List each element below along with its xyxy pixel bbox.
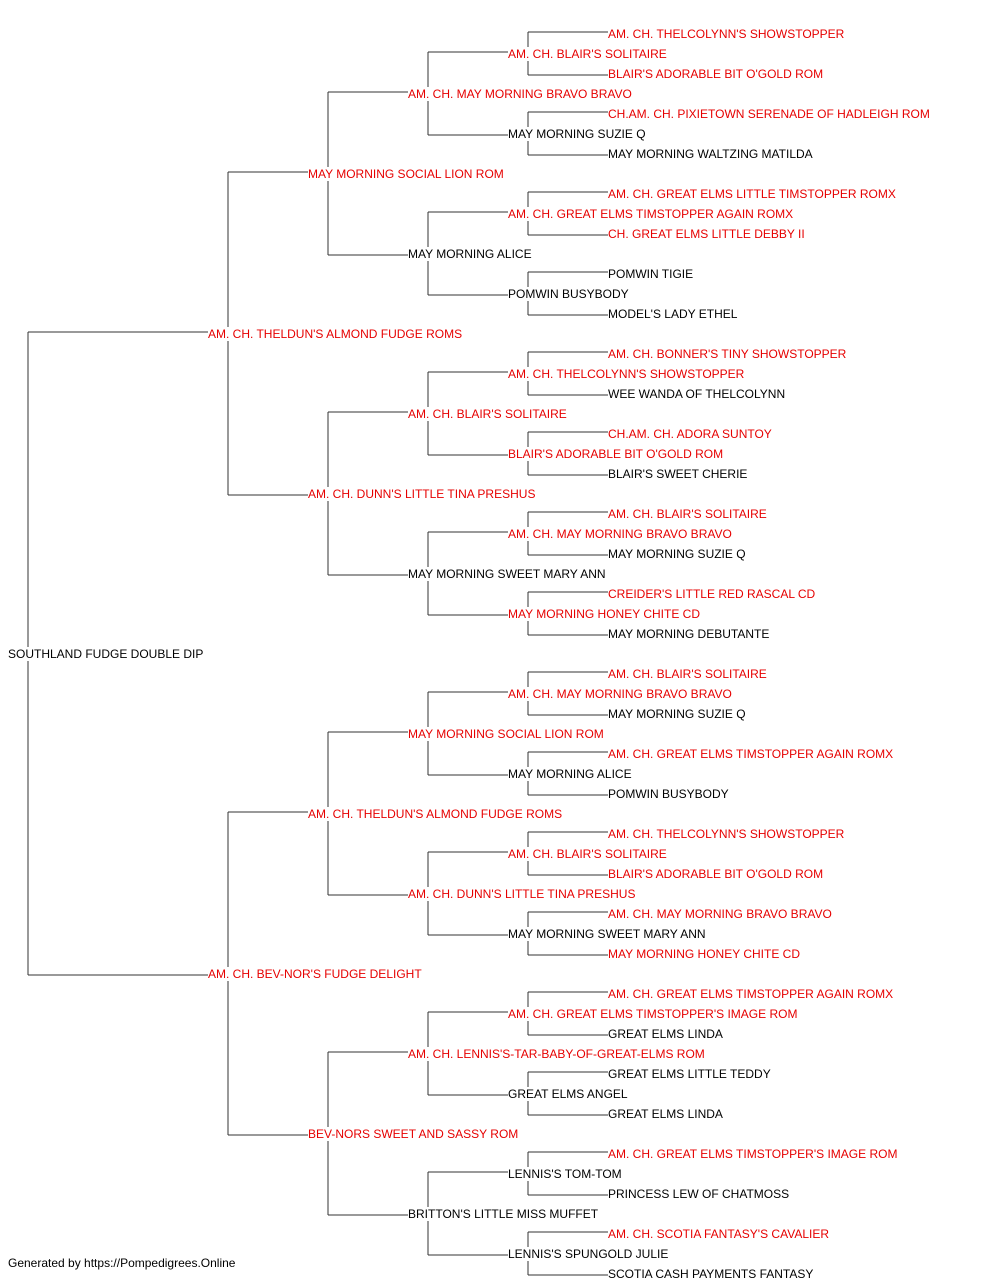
gg-grandparent-12: MAY MORNING SWEET MARY ANN (508, 927, 706, 941)
ggg-grandparent-27: GREAT ELMS LITTLE TEDDY (608, 1067, 771, 1081)
great-grandparent-4: MAY MORNING SWEET MARY ANN (408, 567, 606, 581)
great-grandparent-6: AM. CH. DUNN'S LITTLE TINA PRESHUS (408, 887, 636, 901)
grandparent-2: AM. CH. DUNN'S LITTLE TINA PRESHUS (308, 487, 536, 501)
ggg-grandparent-3: CH.AM. CH. PIXIETOWN SERENADE OF HADLEIG… (608, 107, 930, 121)
great-grandparent-5: MAY MORNING SOCIAL LION ROM (408, 727, 604, 741)
grandparent-3: AM. CH. THELDUN'S ALMOND FUDGE ROMS (308, 807, 563, 821)
ggg-grandparent-15: CREIDER'S LITTLE RED RASCAL CD (608, 587, 816, 601)
ggg-grandparent-18: MAY MORNING SUZIE Q (608, 707, 746, 721)
ggg-grandparent-19: AM. CH. GREAT ELMS TIMSTOPPER AGAIN ROMX (608, 747, 894, 761)
ggg-grandparent-8: MODEL'S LADY ETHEL (608, 307, 738, 321)
ggg-grandparent-10: WEE WANDA OF THELCOLYNN (608, 387, 786, 401)
ggg-grandparent-25: AM. CH. GREAT ELMS TIMSTOPPER AGAIN ROMX (608, 987, 894, 1001)
great-grandparent-2: MAY MORNING ALICE (408, 247, 532, 261)
ggg-grandparent-30: PRINCESS LEW OF CHATMOSS (608, 1187, 790, 1201)
ggg-grandparent-26: GREAT ELMS LINDA (608, 1027, 723, 1041)
gg-grandparent-10: MAY MORNING ALICE (508, 767, 632, 781)
ggg-grandparent-20: POMWIN BUSYBODY (608, 787, 729, 801)
generated-by-footer: Generated by https://Pompedigrees.Online (8, 1256, 236, 1270)
ggg-grandparent-1: AM. CH. THELCOLYNN'S SHOWSTOPPER (608, 27, 845, 41)
gg-grandparent-4: POMWIN BUSYBODY (508, 287, 629, 301)
ggg-grandparent-28: GREAT ELMS LINDA (608, 1107, 723, 1121)
ggg-grandparent-5: AM. CH. GREAT ELMS LITTLE TIMSTOPPER ROM… (608, 187, 896, 201)
ggg-grandparent-23: AM. CH. MAY MORNING BRAVO BRAVO (608, 907, 832, 921)
parent-1: AM. CH. THELDUN'S ALMOND FUDGE ROMS (208, 327, 463, 341)
ggg-grandparent-22: BLAIR'S ADORABLE BIT O'GOLD ROM (608, 867, 824, 881)
ggg-grandparent-14: MAY MORNING SUZIE Q (608, 547, 746, 561)
grandparent-4: BEV-NORS SWEET AND SASSY ROM (308, 1127, 519, 1141)
gg-grandparent-5: AM. CH. THELCOLYNN'S SHOWSTOPPER (508, 367, 745, 381)
gg-grandparent-9: AM. CH. MAY MORNING BRAVO BRAVO (508, 687, 732, 701)
gg-grandparent-11: AM. CH. BLAIR'S SOLITAIRE (508, 847, 667, 861)
ggg-grandparent-6: CH. GREAT ELMS LITTLE DEBBY II (608, 227, 805, 241)
great-grandparent-8: BRITTON'S LITTLE MISS MUFFET (408, 1207, 599, 1221)
ggg-grandparent-17: AM. CH. BLAIR'S SOLITAIRE (608, 667, 767, 681)
gg-grandparent-8: MAY MORNING HONEY CHITE CD (508, 607, 701, 621)
gg-grandparent-3: AM. CH. GREAT ELMS TIMSTOPPER AGAIN ROMX (508, 207, 794, 221)
gg-grandparent-2: MAY MORNING SUZIE Q (508, 127, 646, 141)
ggg-grandparent-7: POMWIN TIGIE (608, 267, 694, 281)
ggg-grandparent-11: CH.AM. CH. ADORA SUNTOY (608, 427, 772, 441)
ggg-grandparent-31: AM. CH. SCOTIA FANTASY'S CAVALIER (608, 1227, 830, 1241)
parent-2: AM. CH. BEV-NOR'S FUDGE DELIGHT (208, 967, 422, 981)
gg-grandparent-13: AM. CH. GREAT ELMS TIMSTOPPER'S IMAGE RO… (508, 1007, 798, 1021)
ggg-grandparent-2: BLAIR'S ADORABLE BIT O'GOLD ROM (608, 67, 824, 81)
grandparent-1: MAY MORNING SOCIAL LION ROM (308, 167, 504, 181)
ggg-grandparent-4: MAY MORNING WALTZING MATILDA (608, 147, 813, 161)
ggg-grandparent-29: AM. CH. GREAT ELMS TIMSTOPPER'S IMAGE RO… (608, 1147, 898, 1161)
ggg-grandparent-12: BLAIR'S SWEET CHERIE (608, 467, 748, 481)
gg-grandparent-16: LENNIS'S SPUNGOLD JULIE (508, 1247, 669, 1261)
ggg-grandparent-16: MAY MORNING DEBUTANTE (608, 627, 770, 641)
gg-grandparent-1: AM. CH. BLAIR'S SOLITAIRE (508, 47, 667, 61)
gg-grandparent-6: BLAIR'S ADORABLE BIT O'GOLD ROM (508, 447, 724, 461)
great-grandparent-1: AM. CH. MAY MORNING BRAVO BRAVO (408, 87, 632, 101)
ggg-grandparent-9: AM. CH. BONNER'S TINY SHOWSTOPPER (608, 347, 847, 361)
subject-dog: SOUTHLAND FUDGE DOUBLE DIP (8, 647, 204, 661)
ggg-grandparent-24: MAY MORNING HONEY CHITE CD (608, 947, 801, 961)
ggg-grandparent-21: AM. CH. THELCOLYNN'S SHOWSTOPPER (608, 827, 845, 841)
gg-grandparent-7: AM. CH. MAY MORNING BRAVO BRAVO (508, 527, 732, 541)
ggg-grandparent-32: SCOTIA CASH PAYMENTS FANTASY (608, 1267, 814, 1281)
ggg-grandparent-13: AM. CH. BLAIR'S SOLITAIRE (608, 507, 767, 521)
great-grandparent-7: AM. CH. LENNIS'S-TAR-BABY-OF-GREAT-ELMS … (408, 1047, 705, 1061)
gg-grandparent-14: GREAT ELMS ANGEL (508, 1087, 628, 1101)
gg-grandparent-15: LENNIS'S TOM-TOM (508, 1167, 622, 1181)
great-grandparent-3: AM. CH. BLAIR'S SOLITAIRE (408, 407, 567, 421)
